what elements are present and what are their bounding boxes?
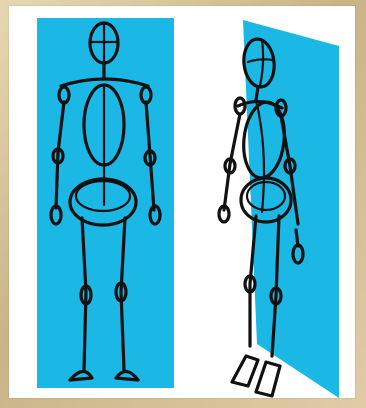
figure-illustration [0,0,366,408]
